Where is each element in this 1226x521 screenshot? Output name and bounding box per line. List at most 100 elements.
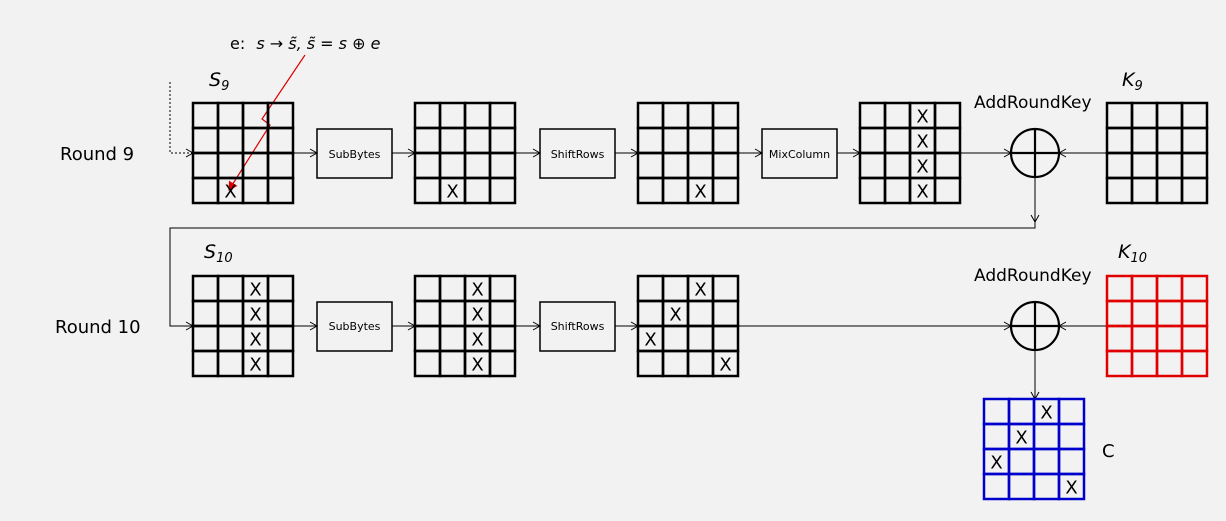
grid-cell <box>438 126 467 155</box>
svg-text:ShiftRows: ShiftRows <box>551 148 605 161</box>
grid-cell <box>1007 397 1036 426</box>
grid-cell <box>1155 101 1184 130</box>
grid-cell <box>463 101 492 130</box>
grid-cell <box>413 349 442 378</box>
svg-text:SubBytes: SubBytes <box>329 320 381 333</box>
grid-cell <box>1180 151 1209 180</box>
grid-cell <box>883 176 912 205</box>
grid-cell <box>661 126 690 155</box>
fault-mark: X <box>446 182 458 203</box>
grid-cell <box>1130 101 1159 130</box>
grid-cell <box>686 151 715 180</box>
grid-cell <box>266 299 295 328</box>
grid-cell <box>883 126 912 155</box>
grid-cell <box>1130 176 1159 205</box>
fault-mark: X <box>644 330 656 351</box>
grid-cell <box>266 324 295 353</box>
op-shiftrows-r9: ShiftRows <box>539 128 616 179</box>
grid-cell <box>1180 176 1209 205</box>
grid-cell <box>933 176 962 205</box>
fault-mark: X <box>249 305 261 326</box>
grid-cell <box>711 151 740 180</box>
grid-cell <box>661 176 690 205</box>
grid-cell <box>191 126 220 155</box>
grid-cell <box>1007 472 1036 501</box>
grid-cell <box>488 101 517 130</box>
grid-cell <box>438 151 467 180</box>
grid-cell <box>1105 324 1134 353</box>
grid-cell <box>191 101 220 130</box>
grid-cell <box>216 349 245 378</box>
grid-cell <box>1130 274 1159 303</box>
grid-cell <box>463 151 492 180</box>
grid-cell <box>241 126 270 155</box>
fault-mark: X <box>471 330 483 351</box>
grid-cell <box>636 126 665 155</box>
addroundkey-label-10: AddRoundKey <box>974 266 1092 286</box>
grid-cell <box>982 472 1011 501</box>
grid-cell <box>438 349 467 378</box>
fault-mark: X <box>990 453 1002 474</box>
grid-cell <box>686 101 715 130</box>
fault-mark: X <box>1040 403 1052 424</box>
grid-cell <box>488 324 517 353</box>
grid-cell <box>1180 349 1209 378</box>
grid-cell <box>636 299 665 328</box>
grid-cell <box>1155 349 1184 378</box>
grid-cell <box>661 101 690 130</box>
fault-arrow <box>228 54 306 191</box>
grid-cell <box>636 274 665 303</box>
grid-cell <box>1105 349 1134 378</box>
grid-cell <box>1105 151 1134 180</box>
round-10-label: Round 10 <box>55 317 141 338</box>
grid-cell <box>933 126 962 155</box>
grid-cell <box>413 101 442 130</box>
grid-cell <box>686 126 715 155</box>
grid-cell <box>488 126 517 155</box>
grid-cell <box>1105 101 1134 130</box>
op-mixcolumn-r9: MixColumn <box>761 128 838 179</box>
grid-s9: X <box>191 101 295 205</box>
grid-r9-after-subbytes: X <box>413 101 517 205</box>
grid-cell <box>661 151 690 180</box>
grid-cell <box>216 126 245 155</box>
grid-cell <box>266 151 295 180</box>
grid-cell <box>1130 151 1159 180</box>
svg-text:ShiftRows: ShiftRows <box>551 320 605 333</box>
fault-mark: X <box>224 182 236 203</box>
grid-cell <box>266 126 295 155</box>
grid-cell <box>711 349 740 378</box>
s10-label: S10 <box>204 241 233 266</box>
s9-label: S9 <box>209 69 229 94</box>
grid-cell <box>858 101 887 130</box>
grid-cell <box>1155 299 1184 328</box>
grid-cell <box>191 299 220 328</box>
grid-cell <box>488 349 517 378</box>
grid-k10 <box>1105 274 1209 378</box>
grid-cell <box>711 299 740 328</box>
fault-mark: X <box>249 330 261 351</box>
fault-mark: X <box>669 305 681 326</box>
grid-cell <box>1155 176 1184 205</box>
grid-cell <box>1180 274 1209 303</box>
grid-cell <box>1032 447 1061 476</box>
grid-cell <box>933 101 962 130</box>
grid-cell <box>266 349 295 378</box>
grid-cell <box>413 126 442 155</box>
grid-cell <box>1180 299 1209 328</box>
grid-cell <box>413 299 442 328</box>
grid-cell <box>191 176 220 205</box>
grid-cell <box>636 176 665 205</box>
grid-cell <box>661 274 690 303</box>
fault-mark: X <box>694 182 706 203</box>
grid-r9-after-shiftrows: X <box>636 101 740 205</box>
grid-cell <box>661 349 690 378</box>
grid-cell <box>266 274 295 303</box>
xor-r9 <box>1009 127 1061 179</box>
grid-cell <box>636 101 665 130</box>
fault-annotation: e: s → s̃, s̃ = s ⊕ e <box>230 34 381 53</box>
grid-cell <box>711 274 740 303</box>
grid-cell <box>1007 447 1036 476</box>
